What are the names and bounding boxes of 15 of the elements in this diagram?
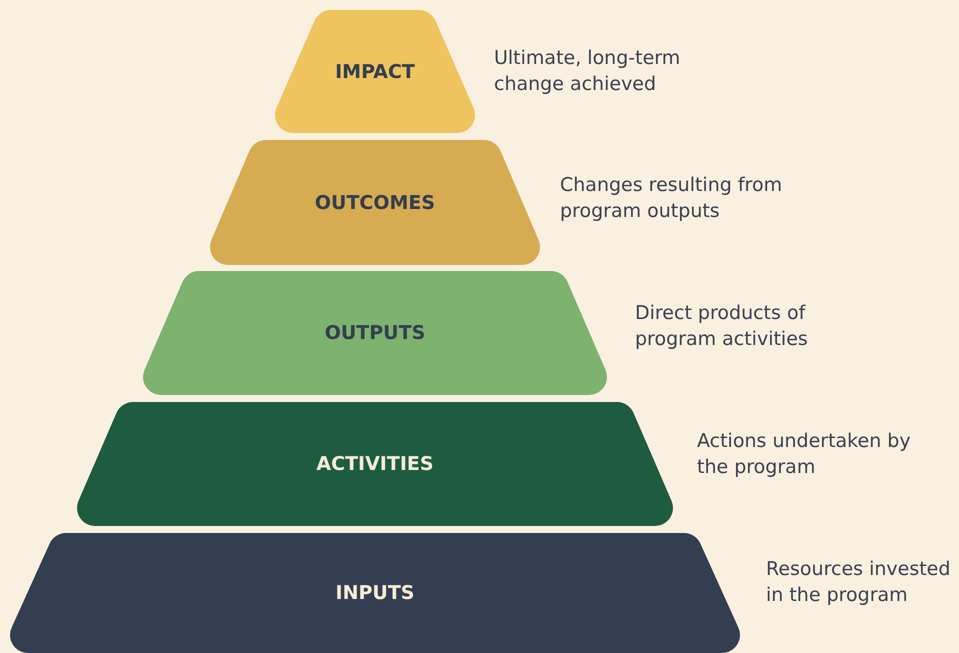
pyramid-layer bbox=[143, 271, 607, 395]
description-text: Direct products of program activities bbox=[635, 301, 809, 352]
pyramid-layer bbox=[10, 533, 740, 653]
layer-title: OUTCOMES bbox=[314, 192, 436, 214]
layer-title: OUTPUTS bbox=[324, 322, 426, 344]
pyramid-layer bbox=[210, 140, 540, 265]
description-text: Actions undertaken by the program bbox=[697, 429, 912, 480]
description-text: Resources invested in the program bbox=[766, 557, 952, 608]
description-text: Ultimate, long-term change achieved bbox=[494, 46, 682, 97]
layer-title: INPUTS bbox=[336, 582, 414, 604]
pyramid-layer bbox=[77, 402, 673, 526]
pyramid-layer bbox=[275, 10, 475, 133]
description-text: Changes resulting from program outputs bbox=[560, 173, 784, 224]
layer-title: IMPACT bbox=[335, 60, 415, 82]
layer-title: ACTIVITIES bbox=[316, 453, 434, 475]
